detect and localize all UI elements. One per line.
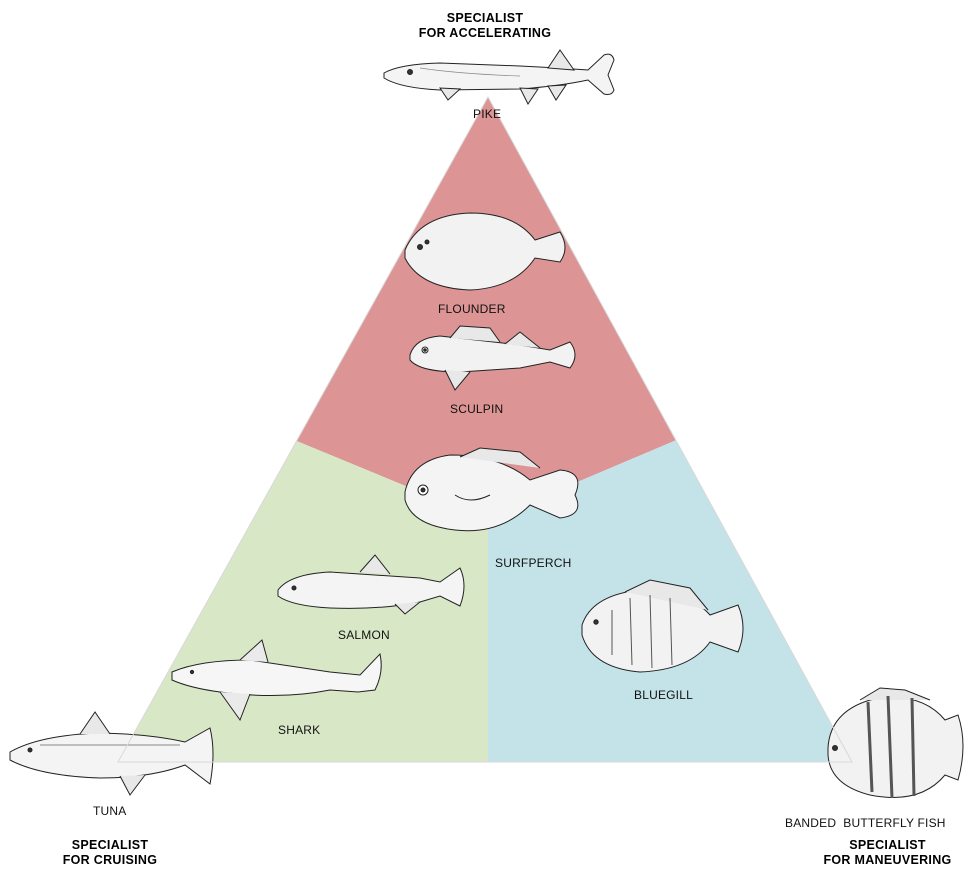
maneuvering-specialist-heading: SPECIALIST FOR MANEUVERING <box>805 838 970 868</box>
sculpin-label: SCULPIN <box>450 402 503 416</box>
pike-label: PIKE <box>473 107 501 121</box>
pike-illustration <box>384 50 614 104</box>
tuna-label: TUNA <box>93 804 126 818</box>
cruising-line1: SPECIALIST <box>35 838 185 853</box>
butterfly-fish-label: BANDED BUTTERFLY FISH <box>785 816 946 830</box>
salmon-label: SALMON <box>338 628 390 642</box>
cruising-specialist-heading: SPECIALIST FOR CRUISING <box>35 838 185 868</box>
accelerating-line1: SPECIALIST <box>405 11 565 26</box>
shark-label: SHARK <box>278 723 320 737</box>
maneuvering-line1: SPECIALIST <box>805 838 970 853</box>
maneuvering-line2: FOR MANEUVERING <box>805 853 970 868</box>
accelerating-specialist-heading: SPECIALIST FOR ACCELERATING <box>405 11 565 41</box>
surfperch-label: SURFPERCH <box>495 556 571 570</box>
butterfly-fish-illustration <box>828 688 963 798</box>
bluegill-label: BLUEGILL <box>634 688 693 702</box>
flounder-label: FLOUNDER <box>438 302 506 316</box>
accelerating-line2: FOR ACCELERATING <box>405 26 565 41</box>
cruising-line2: FOR CRUISING <box>35 853 185 868</box>
